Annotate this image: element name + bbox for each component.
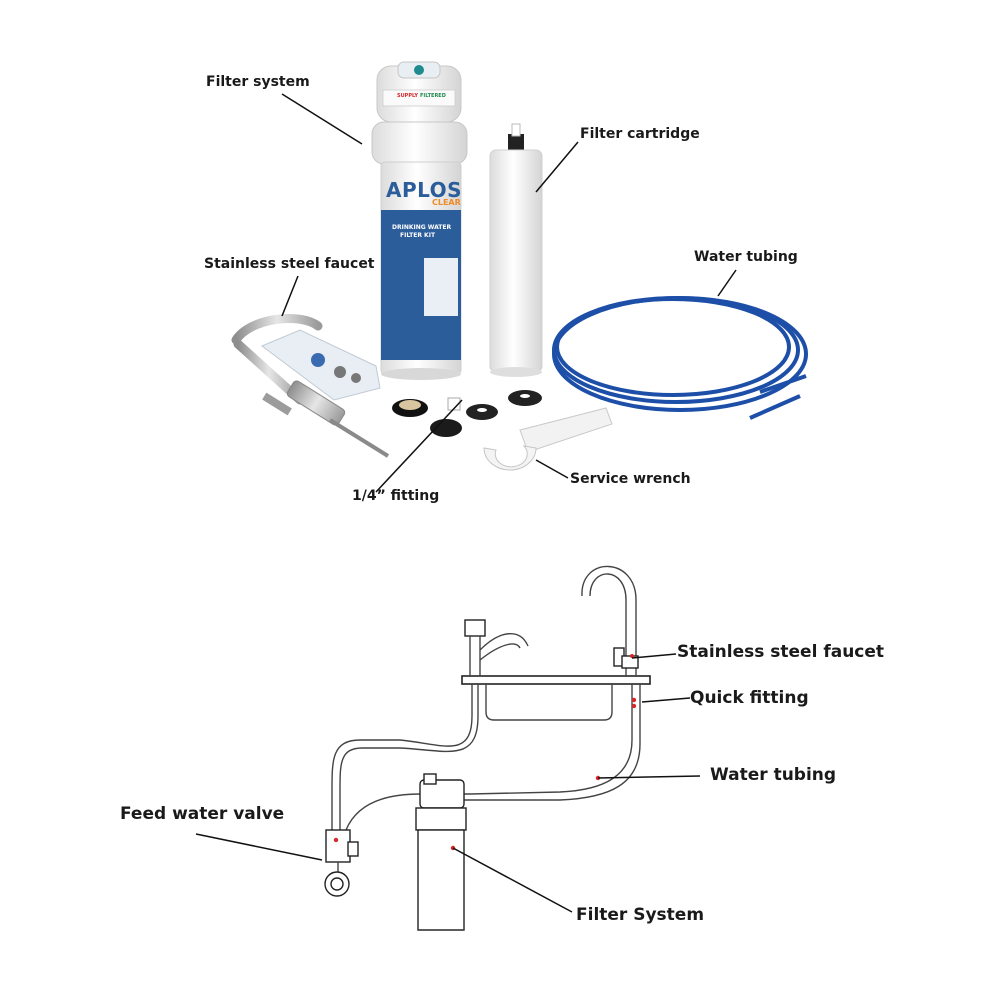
label-filter-system-install: Filter System — [576, 905, 705, 925]
filter-cartridge-product — [489, 123, 543, 377]
tap-hose — [331, 684, 473, 830]
faucet-product — [231, 314, 390, 458]
filtered-label: FILTERED — [420, 93, 446, 99]
feed-valve — [324, 829, 359, 897]
supply-label: SUPPLY — [397, 93, 419, 99]
label-filter-system: Filter system — [206, 74, 310, 90]
sink-basin — [485, 684, 613, 721]
label-filter-cartridge: Filter cartridge — [580, 126, 700, 142]
label-feed-water-valve: Feed water valve — [120, 804, 285, 824]
label-water-tubing-kit: Water tubing — [694, 249, 798, 265]
tap-hose-inner — [339, 684, 479, 830]
label-service-wrench: Service wrench — [570, 471, 691, 487]
panel-line-2: FILTER KIT — [400, 232, 436, 239]
bottom-leader-lines — [195, 653, 701, 913]
brand-logo: APLOS — [386, 178, 463, 202]
filter-system-drawing — [415, 773, 467, 931]
brand-sub: CLEAR — [432, 198, 461, 207]
top-leader-lines — [281, 93, 737, 493]
service-wrench — [483, 407, 613, 471]
filter-system-product — [371, 61, 468, 380]
label-water-tubing-install: Water tubing — [710, 765, 837, 785]
hardware-bag — [261, 329, 381, 401]
install-diagram — [324, 565, 651, 931]
panel-line-1: DRINKING WATER — [392, 224, 452, 231]
washers-and-fittings — [392, 390, 542, 437]
main-water-tubing-inner — [420, 684, 641, 801]
label-faucet-install: Stainless steel faucet — [677, 642, 885, 662]
label-fitting: 1/4” fitting — [352, 488, 440, 504]
countertop — [461, 675, 651, 685]
water-tubing-product — [552, 296, 808, 420]
label-faucet-kit: Stainless steel faucet — [204, 256, 375, 272]
kitchen-tap — [464, 619, 529, 676]
label-quick-fitting: Quick fitting — [690, 688, 809, 708]
drinking-faucet — [581, 565, 639, 676]
main-water-tubing — [345, 684, 633, 831]
